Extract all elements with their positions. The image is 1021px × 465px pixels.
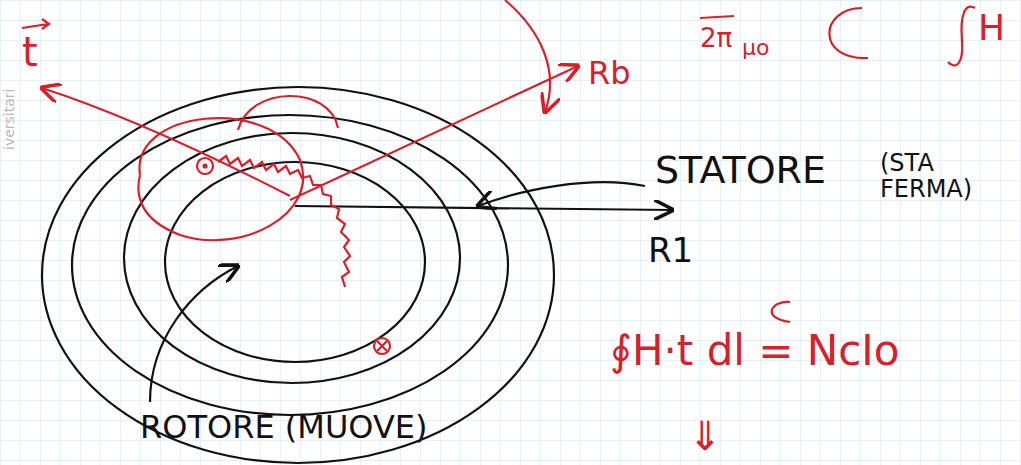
fraction-bar (700, 16, 734, 18)
tangent-arrow (42, 88, 290, 196)
integral-sign (948, 7, 975, 66)
r1-arrow (295, 206, 672, 210)
coil-loop (238, 96, 338, 130)
part-name: STATORE (655, 150, 826, 192)
vector-bar (22, 19, 49, 29)
formula-term: H (978, 8, 1005, 48)
implies-symbol: ⇓ (688, 414, 722, 458)
current-in (374, 338, 390, 354)
equation-mark (772, 302, 790, 322)
field-loop (138, 118, 303, 240)
rotation-arc (505, 0, 550, 112)
stator-ring (72, 115, 508, 415)
ampere-law: ∮H·t dl = NcIo (610, 328, 899, 374)
radius-label: R1 (648, 232, 693, 269)
watermark: iversitari (2, 89, 17, 150)
formula-term: μo (742, 36, 769, 60)
stator-inner (124, 133, 460, 383)
stator-leader (478, 182, 645, 206)
rb-line (290, 66, 578, 200)
current-out (197, 158, 213, 174)
stator-outer (42, 87, 554, 463)
radius-label: Rb (588, 56, 631, 91)
part-note: (STA FERMA) (880, 150, 1000, 203)
vector-label: t (22, 30, 38, 74)
path-curve (829, 8, 868, 58)
rotor-circle (165, 162, 425, 362)
rotor-leader (150, 266, 238, 402)
coil-winding (218, 156, 350, 287)
formula-term: 2π (700, 24, 732, 53)
part-name: ROTORE (MUOVE) (140, 410, 428, 445)
